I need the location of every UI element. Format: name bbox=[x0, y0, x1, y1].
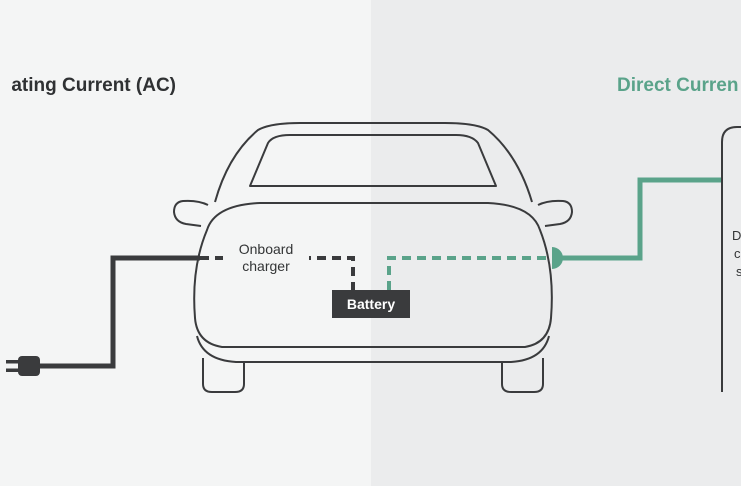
ac-heading: ating Current (AC) bbox=[11, 75, 176, 96]
dc-panel-background bbox=[371, 0, 741, 486]
onboard-charger-label: Onboard charger bbox=[223, 241, 309, 275]
left-mirror bbox=[173, 199, 209, 227]
station-fragment-3: s bbox=[736, 264, 741, 279]
battery-label: Battery bbox=[332, 290, 410, 318]
car-body bbox=[193, 202, 553, 348]
right-wheel bbox=[501, 358, 544, 393]
car-windshield bbox=[249, 134, 497, 187]
plug-icon bbox=[6, 356, 40, 376]
dc-heading: Direct Curren bbox=[617, 75, 739, 96]
ac-cable bbox=[40, 255, 200, 369]
charging-station-icon bbox=[721, 126, 741, 392]
right-mirror bbox=[537, 199, 573, 227]
station-fragment-1: D bbox=[732, 228, 741, 243]
dc-cable bbox=[560, 177, 722, 261]
station-fragment-2: c bbox=[734, 246, 741, 261]
left-wheel bbox=[202, 358, 245, 393]
dc-charge-port bbox=[552, 247, 563, 269]
car-roof bbox=[214, 122, 533, 203]
ac-panel-background bbox=[0, 0, 371, 486]
station-label-fragment: D c s bbox=[728, 227, 741, 281]
onboard-label-line2: charger bbox=[242, 258, 290, 274]
dc-internal-path bbox=[387, 256, 552, 290]
car-bumper bbox=[196, 335, 550, 363]
onboard-label-line1: Onboard bbox=[238, 241, 294, 257]
car-front-icon bbox=[173, 122, 573, 393]
